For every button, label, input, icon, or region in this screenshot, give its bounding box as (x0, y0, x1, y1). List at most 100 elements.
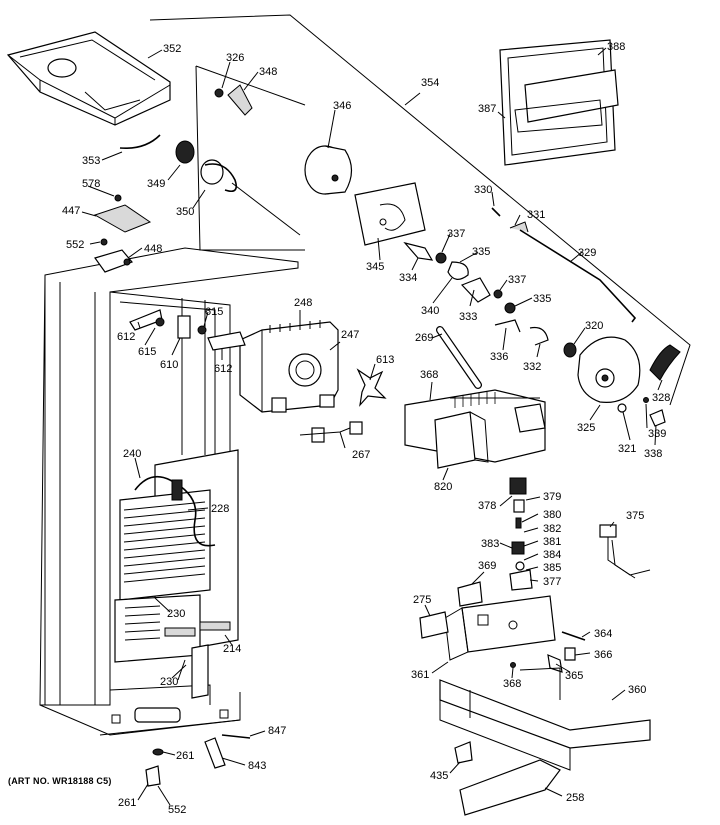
callout-360: 360 (628, 684, 646, 696)
callout-334: 334 (399, 272, 417, 284)
dispenser-bracket-361 (419, 595, 586, 673)
callout-384: 384 (543, 549, 561, 561)
damper-parts (129, 309, 246, 351)
callout-352: 352 (163, 43, 181, 55)
callout-269: 269 (415, 332, 433, 344)
callout-354: 354 (421, 77, 439, 89)
callout-320: 320 (585, 320, 603, 332)
leader-lines (81, 47, 663, 806)
callout-338: 338 (644, 448, 662, 460)
callout-230-b: 230 (160, 676, 178, 688)
ice-maker-368 (404, 389, 546, 469)
callout-378: 378 (478, 500, 496, 512)
callout-248: 248 (294, 297, 312, 309)
auger-assembly (175, 65, 306, 251)
callout-448: 448 (144, 243, 162, 255)
callout-447: 447 (62, 205, 80, 217)
callout-613: 613 (376, 354, 394, 366)
callout-435: 435 (430, 770, 448, 782)
callout-578: 578 (82, 178, 100, 190)
callout-258: 258 (566, 792, 584, 804)
callout-383: 383 (481, 538, 499, 550)
callout-329: 329 (578, 247, 596, 259)
callout-847: 847 (268, 725, 286, 737)
callout-330: 330 (474, 184, 492, 196)
callout-247: 247 (341, 329, 359, 341)
callout-321: 321 (618, 443, 636, 455)
callout-325: 325 (577, 422, 595, 434)
callout-388: 388 (607, 41, 625, 53)
cam-lever-stack (403, 241, 549, 346)
callout-382: 382 (543, 523, 561, 535)
callout-385: 385 (543, 562, 561, 574)
callout-365: 365 (565, 670, 583, 682)
callout-387: 387 (478, 103, 496, 115)
screw-326 (214, 88, 224, 98)
bracket-348 (227, 84, 253, 116)
dispenser-chute-360 (439, 667, 651, 816)
callout-377: 377 (543, 576, 561, 588)
callout-368-a: 368 (420, 369, 438, 381)
callout-380: 380 (543, 509, 561, 521)
mounting-plate-345 (354, 182, 426, 246)
callout-364: 364 (594, 628, 612, 640)
callout-349: 349 (147, 178, 165, 190)
callout-346: 346 (333, 100, 351, 112)
art-number-label: (ART NO. WR18188 C5) (8, 776, 112, 786)
callout-615-a: 615 (205, 306, 223, 318)
callout-230-a: 230 (167, 608, 185, 620)
callout-333: 333 (459, 311, 477, 323)
callout-345: 345 (366, 261, 384, 273)
callout-375: 375 (626, 510, 644, 522)
callout-336: 336 (490, 351, 508, 363)
callout-331: 331 (527, 209, 545, 221)
callout-228: 228 (211, 503, 229, 515)
callout-335-b: 335 (533, 293, 551, 305)
callout-552-bottom: 552 (168, 804, 186, 816)
small-parts-left (93, 194, 152, 273)
fan-housing-247 (239, 320, 339, 413)
callout-612-b: 612 (214, 363, 232, 375)
small-parts-bottom (145, 734, 251, 787)
callout-261-b: 261 (118, 797, 136, 809)
callout-267: 267 (352, 449, 370, 461)
outline-line-354 (149, 14, 691, 406)
wire-harness-375 (599, 524, 651, 579)
callout-366: 366 (594, 649, 612, 661)
auger-motor-346 (304, 145, 353, 195)
callout-353: 353 (82, 155, 100, 167)
callout-339: 339 (648, 428, 666, 440)
callout-214: 214 (223, 643, 241, 655)
water-valve-parts (457, 477, 533, 607)
callout-335-a: 335 (472, 246, 490, 258)
callout-261-a: 261 (176, 750, 194, 762)
linkage-329 (491, 207, 637, 323)
feeler-arm-328 (643, 344, 681, 427)
wire-harness-267 (299, 421, 363, 443)
callout-337-a: 337 (447, 228, 465, 240)
callout-350: 350 (176, 206, 194, 218)
dispenser-door-387 (499, 39, 619, 166)
ice-maker-motor-325 (563, 336, 641, 413)
callout-843: 843 (248, 760, 266, 772)
callout-337-b: 337 (508, 274, 526, 286)
evaporator-assembly (114, 449, 239, 699)
callout-820: 820 (434, 481, 452, 493)
callout-379: 379 (543, 491, 561, 503)
callout-615-b: 615 (138, 346, 156, 358)
callout-275: 275 (413, 594, 431, 606)
callout-369: 369 (478, 560, 496, 572)
callout-610: 610 (160, 359, 178, 371)
freezer-cabinet (39, 247, 299, 736)
callout-348: 348 (259, 66, 277, 78)
callout-612-a: 612 (117, 331, 135, 343)
heater-rod-269 (436, 326, 482, 389)
callout-labels: 352 326 348 346 354 387 388 353 349 350 … (62, 41, 670, 816)
callout-340: 340 (421, 305, 439, 317)
callout-361: 361 (411, 669, 429, 681)
callout-332: 332 (523, 361, 541, 373)
ice-bucket-352 (6, 31, 171, 150)
callout-240: 240 (123, 448, 141, 460)
fan-blade-613 (356, 368, 387, 407)
